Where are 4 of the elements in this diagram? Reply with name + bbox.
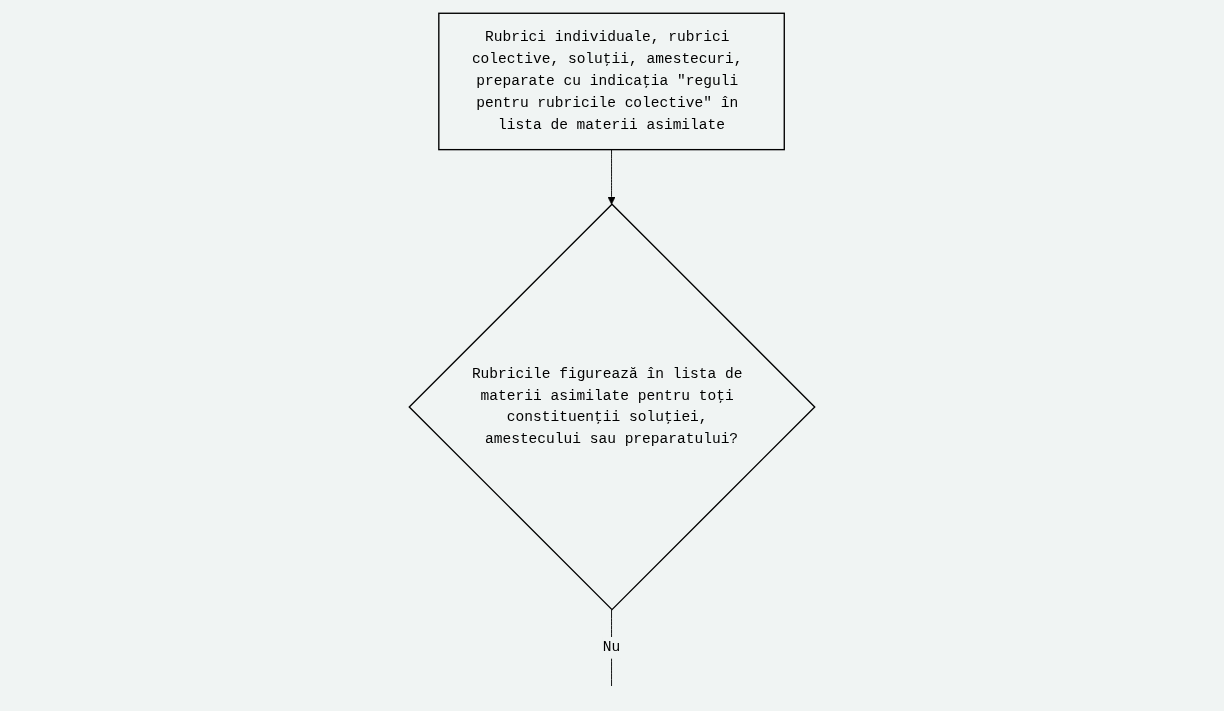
node-diamond: Rubricile figurează în lista de materii asimilate pentru toţi constituenţii soluţiei, amestecului sau preparatului?	[408, 202, 816, 611]
edge-label: Nu	[602, 639, 621, 656]
node-box: Rubrici individuale, rubrici colective, soluţii, amestecuri, preparate cu indicaţia "reguli pentru rubricile colective" în lista de materii asimilate	[438, 12, 785, 150]
connector	[611, 608, 612, 686]
